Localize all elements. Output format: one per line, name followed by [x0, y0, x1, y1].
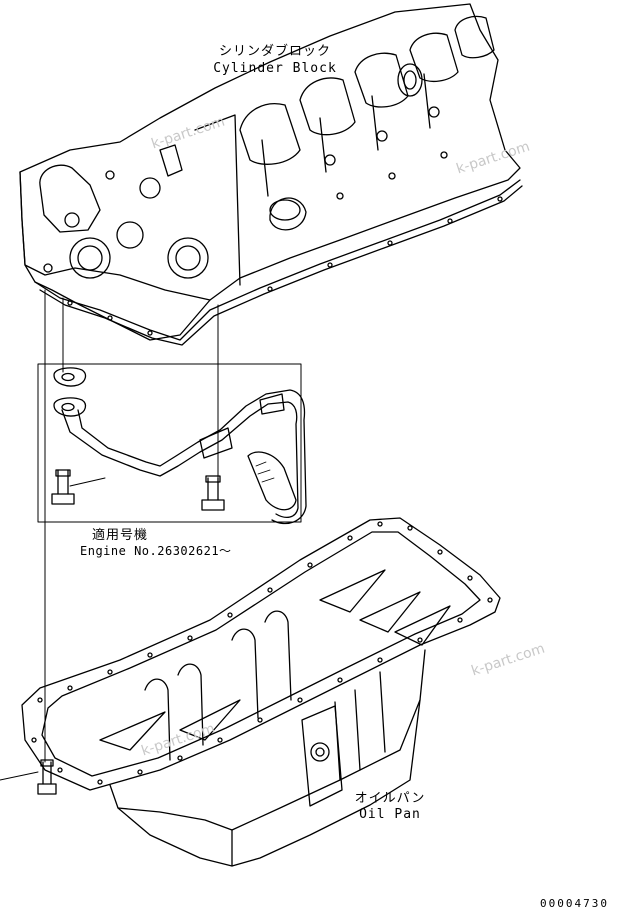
applicable-serial-label-jp: 適用号機 — [92, 528, 149, 543]
cylinder-block — [19, 3, 523, 346]
oil-pan-label-jp: オイルパン — [354, 791, 426, 806]
drawing-number: 00004730 — [540, 897, 609, 910]
leader-lines — [0, 289, 219, 781]
oil-suction-pipe — [51, 367, 307, 525]
oil-pan-bolt — [37, 759, 57, 795]
applicability-box — [37, 363, 302, 523]
cylinder-block-label-en: Cylinder Block — [213, 61, 337, 76]
oil-pan — [21, 517, 501, 867]
engine-number-label: Engine No.26302621～ — [80, 544, 232, 558]
cylinder-block-label-jp: シリンダブロック — [218, 44, 331, 59]
oil-pan-label-en: Oil Pan — [359, 807, 421, 822]
